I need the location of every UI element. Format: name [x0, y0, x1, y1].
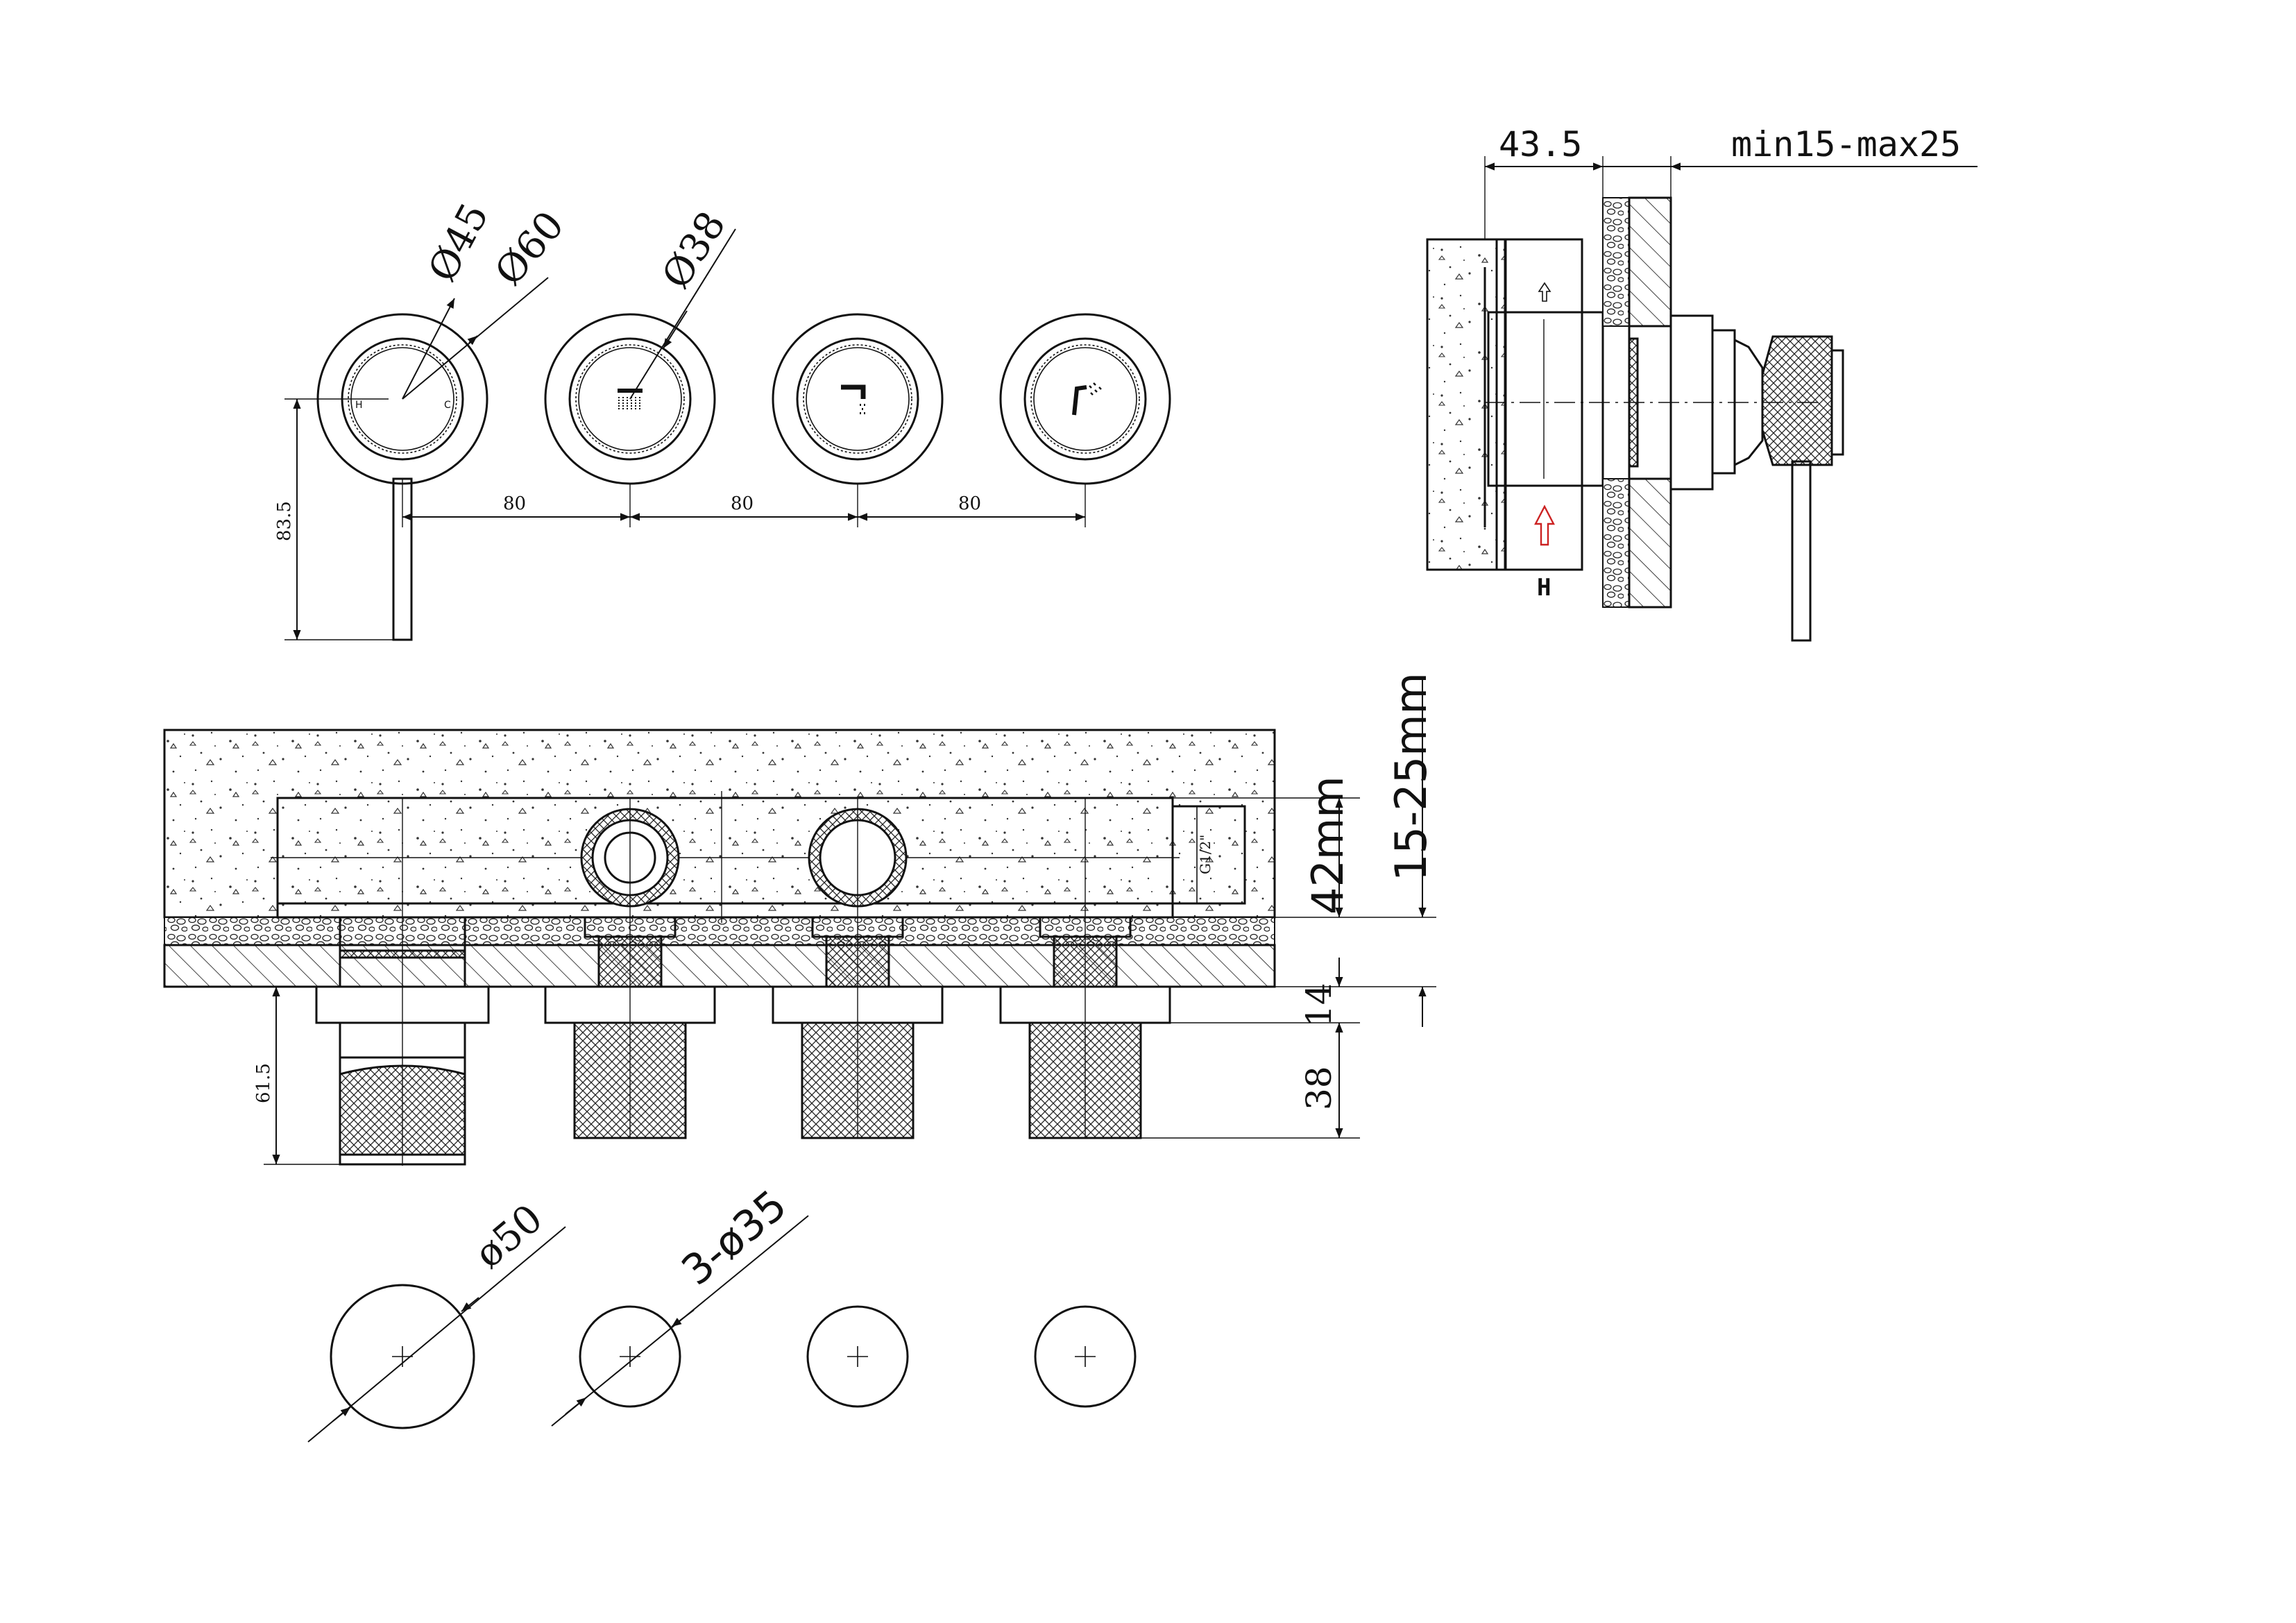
tile-adhesive-bottom	[1602, 478, 1630, 608]
plan-view: G1/2"	[163, 672, 1436, 1166]
plan-concrete	[163, 729, 1276, 919]
shower-icon	[618, 389, 643, 411]
dim-spacing-3: 80	[958, 493, 981, 514]
dim-lever-inner: Ø45	[420, 196, 498, 289]
front-view: H C	[274, 196, 1171, 641]
button-handshower	[999, 313, 1171, 485]
lever-dial: H C	[316, 313, 488, 641]
wall-concrete	[1426, 238, 1498, 571]
wall-tile-bottom	[1628, 477, 1672, 609]
dim-body-height: 42mm	[1302, 776, 1353, 915]
cutout-button-1	[579, 1305, 681, 1408]
dim-lever-drop: 83.5	[274, 501, 295, 541]
tile-adhesive-top	[1602, 197, 1630, 327]
thread-port	[1171, 805, 1246, 905]
dim-spacing-1: 80	[503, 493, 526, 514]
cutout-view: ø50 3-ø35	[307, 1181, 1137, 1443]
cutout-button-3	[1034, 1305, 1137, 1408]
spout-icon	[841, 384, 866, 414]
cold-label: C	[444, 400, 451, 411]
knurled-lever-handle	[1761, 335, 1833, 466]
inlet-arrow-icon	[1534, 504, 1555, 546]
button-cartridge-2	[772, 916, 944, 1139]
dim-body-depth: 43.5	[1499, 124, 1582, 164]
dim-button-projection: 38	[1299, 1066, 1339, 1110]
dim-wall-range: min15-max25	[1731, 124, 1961, 164]
dim-plate-gap: 14	[1299, 983, 1339, 1027]
button-cartridge-3	[999, 916, 1171, 1139]
port-ring-2	[808, 798, 908, 1138]
button-cartridge-1	[544, 916, 716, 1139]
mixer-housing	[1504, 238, 1583, 571]
wall-tile-top	[1628, 196, 1672, 328]
dim-cutout-main: ø50	[466, 1196, 551, 1277]
dim-lever-outer: Ø60	[486, 203, 573, 294]
lever-knurl	[339, 1064, 466, 1156]
dim-spacing-2: 80	[731, 493, 754, 514]
port-ring-1	[580, 798, 680, 1138]
inlet-label: H	[1537, 574, 1551, 602]
side-view: H 43.5 min15-max25	[1426, 124, 1978, 642]
thread-label: G1/2"	[1197, 835, 1214, 874]
dim-lever-projection: 61.5	[253, 1063, 274, 1103]
lever-arm	[1791, 460, 1812, 642]
button-spout	[772, 313, 944, 485]
handshower-icon	[1072, 382, 1102, 416]
dim-cutout-buttons: 3-ø35	[673, 1181, 796, 1295]
hot-label: H	[355, 400, 363, 411]
cutout-button-2	[806, 1305, 909, 1408]
plan-adhesive	[164, 917, 1275, 946]
outlet-arrow-icon	[1538, 282, 1551, 302]
button-shower	[544, 313, 716, 485]
cutout-main	[330, 1284, 475, 1429]
dim-wall-range-plan: 15-25mm	[1386, 672, 1436, 881]
